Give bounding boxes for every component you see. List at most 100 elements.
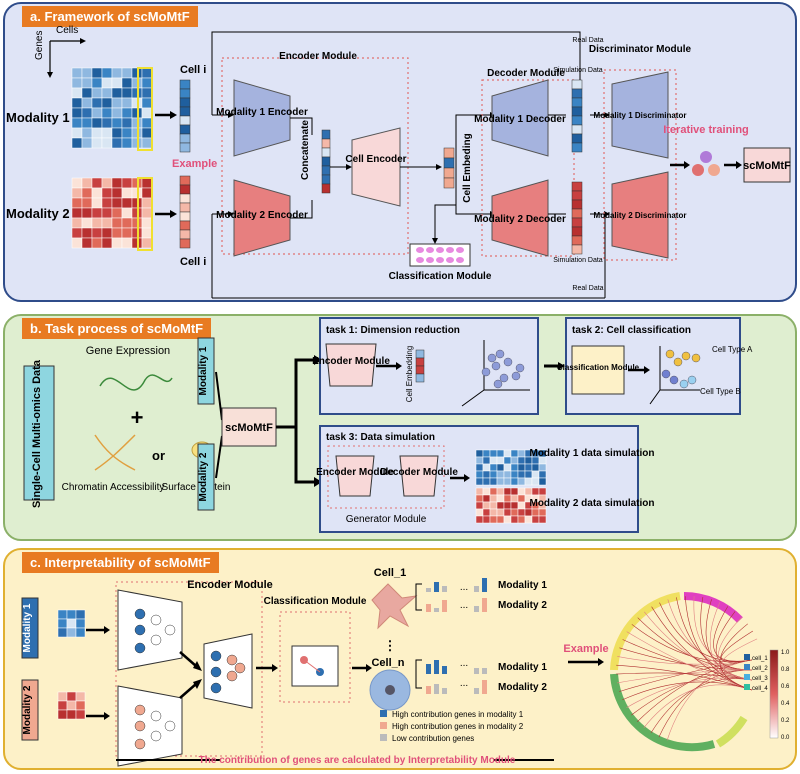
matrix-cell <box>71 217 83 229</box>
c-modality2: Modality 2 <box>22 685 33 734</box>
matrix-cell <box>121 127 133 139</box>
matrix-cell <box>101 117 113 129</box>
cell-i-vector-2 <box>179 175 191 249</box>
scatter-point <box>515 363 525 373</box>
t1-scatter-plot <box>481 349 525 389</box>
matrix-cell <box>531 477 540 486</box>
scale-tick: 0.6 <box>781 684 790 690</box>
matrix-cell <box>101 97 113 109</box>
vector-cell <box>571 208 583 219</box>
real-data-bottom: Real Data <box>572 285 603 292</box>
vector-cell <box>571 217 583 228</box>
vector-cell <box>571 190 583 201</box>
matrix-cell <box>538 487 547 496</box>
matrix-cell <box>489 508 498 517</box>
matrix-cell <box>510 449 519 458</box>
cell-embedding-vector <box>443 147 455 189</box>
matrix-cell <box>510 515 519 524</box>
matrix-cell <box>101 237 113 249</box>
contribution-bars <box>426 578 487 694</box>
matrix-cell <box>510 508 519 517</box>
legend-high2: High contribution genes in modality 2 <box>392 722 524 731</box>
vector-cell <box>321 183 331 194</box>
matrix-cell <box>81 87 93 99</box>
node <box>150 634 162 646</box>
c-encoder-nodes <box>134 608 246 750</box>
matrix-cell <box>496 487 505 496</box>
vector-cell <box>415 357 425 367</box>
matrix-cell <box>524 477 533 486</box>
matrix-cell <box>475 501 484 510</box>
matrix-cell <box>75 609 86 620</box>
matrix-cell <box>101 87 113 99</box>
matrix-cell <box>111 177 123 189</box>
matrix-cell <box>517 494 526 503</box>
scatter-point <box>691 353 701 363</box>
vector-cell <box>179 97 191 108</box>
node <box>234 662 246 674</box>
node <box>210 666 222 678</box>
matrix-cell <box>111 207 123 219</box>
matrix-cell <box>517 487 526 496</box>
matrix-cell <box>121 237 133 249</box>
matrix-cell <box>141 207 153 219</box>
matrix-cell <box>75 627 86 638</box>
ellipsis-2: ... <box>460 600 468 611</box>
vector-cell <box>179 115 191 126</box>
panel-c-title: c. Interpretability of scMoMtF <box>22 552 219 573</box>
matrix-cell <box>71 127 83 139</box>
contribution-bar <box>426 604 431 612</box>
matrix-cell <box>503 449 512 458</box>
matrix-cell <box>489 470 498 479</box>
matrix-cell <box>475 463 484 472</box>
vector-cell <box>179 220 191 231</box>
scatter-point <box>487 353 497 363</box>
matrix-cell <box>101 177 113 189</box>
matrix-cell <box>489 449 498 458</box>
node <box>134 738 146 750</box>
footer-text: The contribution of genes are calculated… <box>199 755 516 766</box>
mod2-sim-label: Modality 2 data simulation <box>529 498 654 509</box>
contribution-bar <box>442 688 447 694</box>
matrix-cell <box>111 217 123 229</box>
matrix-cell <box>489 494 498 503</box>
matrix-cell <box>510 477 519 486</box>
contribution-bar <box>482 578 487 592</box>
matrix-cell <box>121 137 133 149</box>
contribution-bar <box>426 664 431 674</box>
matrix-cell <box>510 494 519 503</box>
cell-label-swatch <box>744 654 750 660</box>
matrix-cell <box>81 197 93 209</box>
cell-embeding-label: Cell Embeding <box>462 133 473 202</box>
class-dot <box>446 247 454 253</box>
cell1-label: Cell_1 <box>374 567 406 579</box>
vector-cell <box>321 138 331 149</box>
panel-c-diagram: Modality 1 Modality 2 Encoder Module Cla… <box>21 567 790 767</box>
matrix-cell <box>81 127 93 139</box>
contribution-bar <box>442 600 447 612</box>
matrix-cell <box>538 508 547 517</box>
vector-cell <box>179 229 191 240</box>
t3-encoder-label: Encoder Module <box>316 467 394 478</box>
celln-mod1: Modality 1 <box>498 662 547 673</box>
matrix-cell <box>141 87 153 99</box>
disc1-label: Modality 1 Discriminator <box>594 111 687 120</box>
cycle-icon <box>692 151 720 176</box>
matrix-cell <box>121 187 133 199</box>
matrix-cell <box>121 207 133 219</box>
scale-tick: 0.4 <box>781 701 790 707</box>
vector-cell <box>415 365 425 375</box>
matrix-cell <box>111 237 123 249</box>
chord <box>622 681 753 701</box>
node <box>134 608 146 620</box>
class-dot <box>446 257 454 263</box>
matrix-cell <box>503 508 512 517</box>
matrix-cell <box>496 470 505 479</box>
matrix-cell <box>503 463 512 472</box>
vector-cell <box>179 211 191 222</box>
matrix-cell <box>482 508 491 517</box>
matrix-cell <box>482 470 491 479</box>
chord <box>667 599 753 671</box>
chord <box>658 669 753 738</box>
matrix-cell <box>91 117 103 129</box>
